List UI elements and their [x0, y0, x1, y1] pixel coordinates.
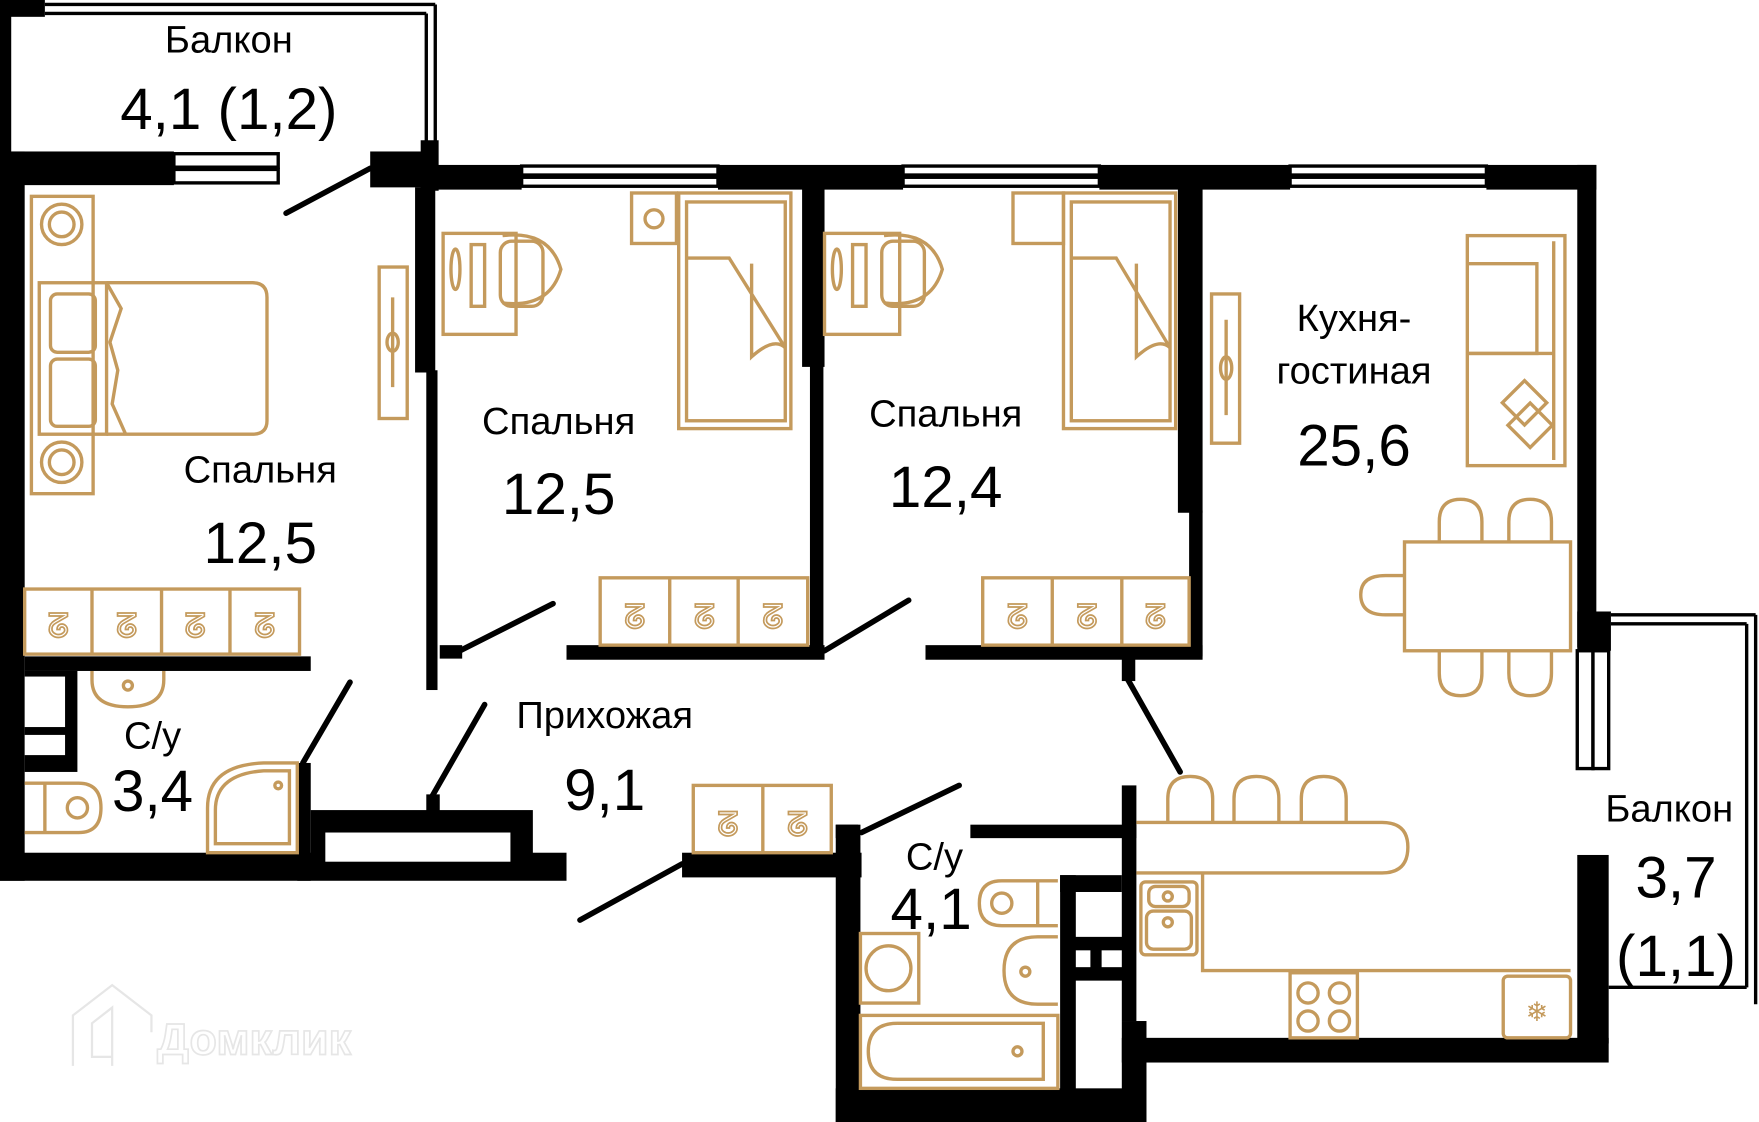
svg-text:ᘔ: ᘔ [116, 608, 138, 645]
single-bed-icon [1011, 191, 1178, 431]
single-bed-icon [629, 191, 793, 431]
svg-text:ᘔ: ᘔ [717, 807, 739, 844]
room-labels: Балкон 4,1 (1,2) Спальня 12,5 Спальня 12… [112, 19, 1736, 989]
toilet-icon [977, 879, 1058, 928]
kitchen-living-area: 25,6 [1297, 414, 1411, 479]
balcony-right-area-secondary: (1,1) [1616, 924, 1736, 989]
walls [0, 140, 1611, 1122]
bedroom-1-name: Спальня [184, 448, 337, 491]
balcony-top-area: 4,1 (1,2) [120, 77, 337, 142]
svg-text:ᘔ: ᘔ [47, 608, 69, 645]
svg-text:ᘔ: ᘔ [1145, 599, 1167, 636]
wardrobe-icon: ᘔ ᘔ ᘔ [598, 576, 810, 647]
svg-text:ᘔ: ᘔ [762, 599, 784, 636]
washing-machine-icon [858, 931, 921, 1005]
wardrobe-icon: ᘔ ᘔ ᘔ [981, 576, 1191, 647]
tv-icon [1209, 292, 1242, 445]
balcony-right [1608, 613, 1758, 1005]
hallway-area: 9,1 [564, 758, 645, 823]
double-bed-icon [29, 194, 269, 496]
balcony-top-name: Балкон [165, 19, 293, 62]
desk-chair-icon [822, 231, 945, 337]
svg-text:ᘔ: ᘔ [1007, 599, 1029, 636]
wardrobe-icon: ᘔ ᘔ [691, 783, 833, 855]
shower-tray-icon [205, 761, 299, 855]
bedroom-3-area: 12,4 [889, 455, 1003, 520]
svg-text:ᘔ: ᘔ [624, 599, 646, 636]
dining-table-icon [1359, 497, 1573, 698]
balcony-top [0, 0, 437, 158]
sink-icon [90, 670, 166, 709]
svg-text:ᘔ: ᘔ [1076, 599, 1098, 636]
bedroom-2-area: 12,5 [502, 462, 616, 527]
svg-text:ᘔ: ᘔ [184, 608, 206, 645]
house-logo-icon [71, 983, 153, 1066]
bedroom-1-area: 12,5 [203, 511, 317, 576]
watermark: Домклик [71, 983, 352, 1066]
bedroom-3-name: Спальня [869, 392, 1022, 435]
bedroom-2-name: Спальня [482, 400, 635, 443]
balcony-right-name: Балкон [1605, 787, 1733, 830]
wall-mirror-icon [377, 265, 409, 421]
bathtub-icon [858, 1013, 1060, 1091]
hallway-name: Прихожая [516, 694, 693, 737]
toilet-icon [24, 781, 103, 835]
svg-text:ᘔ: ᘔ [787, 807, 809, 844]
doors [283, 165, 1183, 923]
svg-text:ᘔ: ᘔ [694, 599, 716, 636]
furniture: ᘔ ᘔ ᘔ ᘔ ᘔ ᘔ ᘔ [22, 191, 1573, 1091]
kitchen-living-name-1: Кухня- [1297, 297, 1412, 340]
bathroom-2-area: 4,1 [891, 877, 972, 942]
washbasin-icon [1002, 935, 1058, 1006]
bathroom-1-name: С/у [124, 714, 181, 757]
kitchen-living-name-2: гостиная [1277, 350, 1432, 393]
wardrobe-icon: ᘔ ᘔ ᘔ ᘔ [22, 587, 302, 656]
bar-counter-icon [1136, 774, 1571, 973]
svg-text:❄: ❄ [1526, 997, 1549, 1027]
fridge-icon: ❄ [1501, 974, 1573, 1040]
bathroom-1-area: 3,4 [112, 759, 193, 824]
watermark-text: Домклик [157, 1014, 352, 1065]
bathroom-2-name: С/у [906, 836, 963, 879]
svg-text:ᘔ: ᘔ [254, 608, 276, 645]
desk-chair-icon [441, 231, 563, 337]
balcony-right-area: 3,7 [1635, 846, 1716, 911]
sofa-icon [1465, 233, 1567, 468]
sink-icon [1139, 880, 1199, 957]
stove-icon [1288, 971, 1360, 1040]
